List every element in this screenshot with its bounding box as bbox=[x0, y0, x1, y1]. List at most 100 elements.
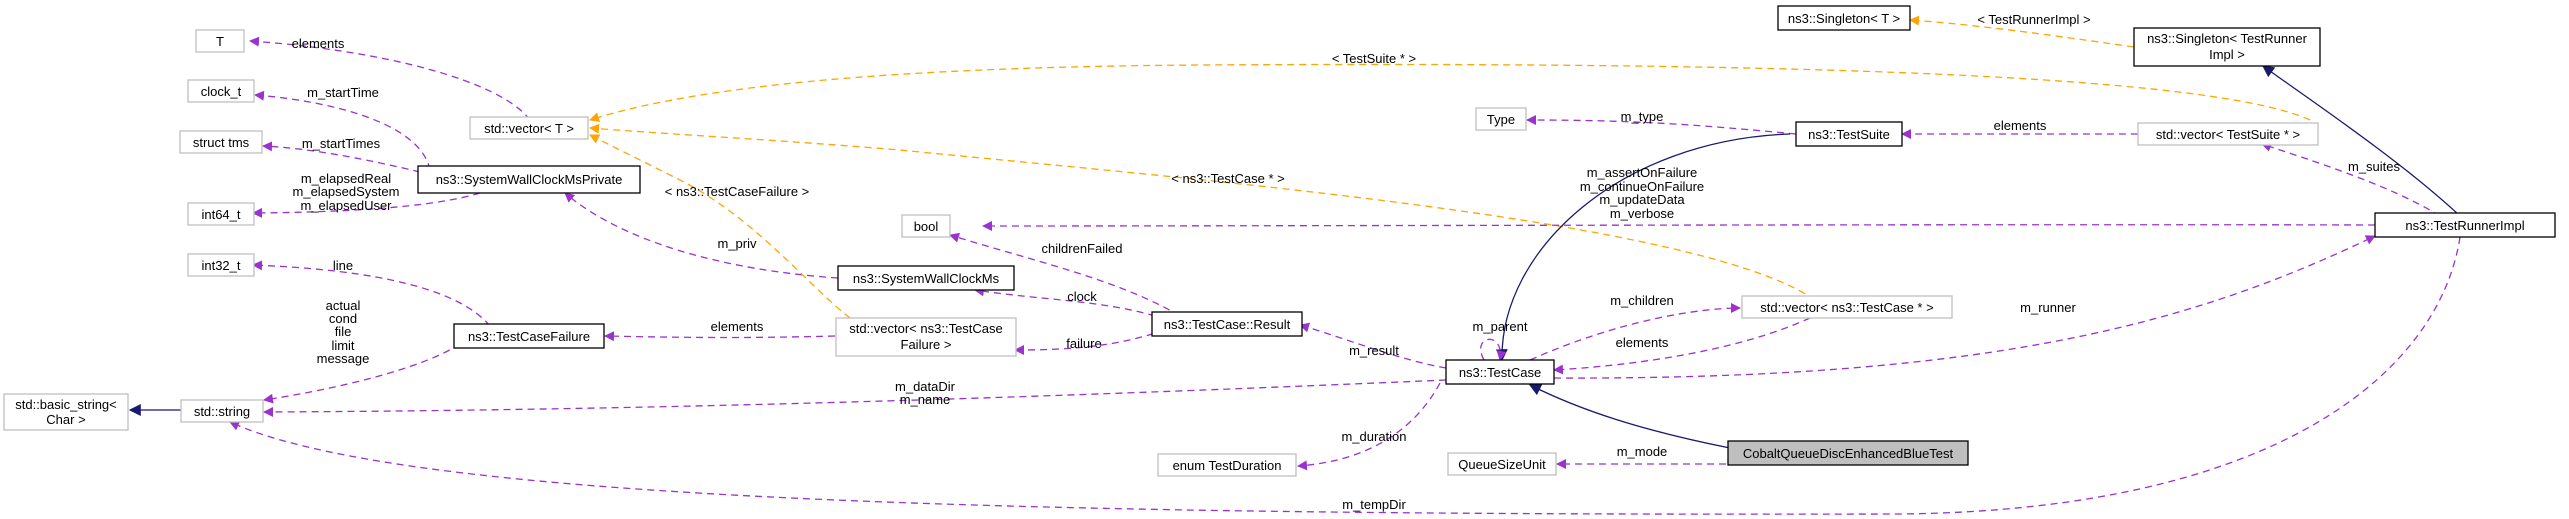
node-enum-duration-label: enum TestDuration bbox=[1173, 458, 1282, 473]
node-vector-testsuite[interactable]: std::vector< TestSuite * > bbox=[2137, 122, 2319, 146]
node-basic-string-label-2: Char > bbox=[46, 412, 85, 427]
label-elapsed-3: m_elapsedUser bbox=[300, 198, 392, 213]
node-vector-testsuite-label: std::vector< TestSuite * > bbox=[2156, 127, 2300, 142]
label-m-tempdir: m_tempDir bbox=[1342, 497, 1406, 512]
node-int64-t-label: int64_t bbox=[201, 207, 240, 222]
label-field-3: file bbox=[335, 324, 352, 339]
label-m-result: m_result bbox=[1349, 343, 1399, 358]
edge-m-duration bbox=[1297, 382, 1441, 471]
edge-failure bbox=[1014, 329, 1166, 355]
label-field-1: actual bbox=[326, 298, 361, 313]
label-m-mode: m_mode bbox=[1617, 444, 1668, 459]
node-Type[interactable]: Type bbox=[1475, 107, 1527, 131]
edge-clock bbox=[974, 286, 1156, 317]
label-field-2: cond bbox=[329, 311, 357, 326]
label-m-children: m_children bbox=[1610, 293, 1674, 308]
edge-m-starttime bbox=[254, 90, 431, 171]
edge-m-parent bbox=[1480, 338, 1507, 361]
label-elapsed-2: m_elapsedSystem bbox=[293, 184, 400, 199]
edge-elements-failure bbox=[604, 331, 836, 342]
node-runnerimpl-label: ns3::TestRunnerImpl bbox=[2405, 218, 2524, 233]
edge-runner-inherits-singleton bbox=[2262, 65, 2461, 217]
label-elements-suite: elements bbox=[1994, 118, 2047, 133]
node-T-label: T bbox=[216, 34, 224, 49]
node-clock-t-label: clock_t bbox=[201, 84, 242, 99]
label-m-starttime: m_startTime bbox=[307, 85, 379, 100]
label-m-priv: m_priv bbox=[717, 236, 757, 251]
node-int32-t-label: int32_t bbox=[201, 258, 240, 273]
edge-tpl-testcase bbox=[589, 123, 1816, 301]
label-m-duration: m_duration bbox=[1341, 429, 1406, 444]
node-vector-testcase[interactable]: std::vector< ns3::TestCase * > bbox=[1741, 295, 1953, 319]
node-vector-failure-label-2: Failure > bbox=[901, 337, 952, 352]
node-clock-t[interactable]: clock_t bbox=[187, 79, 255, 103]
node-basic-string[interactable]: std::basic_string< Char > bbox=[3, 393, 129, 431]
node-T[interactable]: T bbox=[195, 29, 245, 53]
node-queuesizeunit[interactable]: QueueSizeUnit bbox=[1447, 452, 1557, 476]
label-children-failed: childrenFailed bbox=[1042, 241, 1123, 256]
node-result-label: ns3::TestCase::Result bbox=[1164, 317, 1291, 332]
edges bbox=[128, 15, 2461, 515]
label-elements-testcase: elements bbox=[1616, 335, 1669, 350]
label-flag-3: m_updateData bbox=[1599, 192, 1685, 207]
node-focus-class[interactable]: CobaltQueueDiscEnhancedBlueTest bbox=[1727, 440, 1969, 466]
node-testcasefailure-label: ns3::TestCaseFailure bbox=[468, 329, 590, 344]
node-singleton-runner[interactable]: ns3::Singleton< TestRunner Impl > bbox=[2133, 27, 2321, 67]
label-clock: clock bbox=[1067, 289, 1097, 304]
node-wallclock[interactable]: ns3::SystemWallClockMs bbox=[837, 265, 1015, 291]
label-flag-2: m_continueOnFailure bbox=[1580, 179, 1704, 194]
edge-suite-inherits-testcase bbox=[1495, 133, 1791, 362]
label-flag-4: m_verbose bbox=[1610, 206, 1674, 221]
label-field-5: message bbox=[317, 351, 370, 366]
edge-tpl-failure bbox=[589, 134, 861, 326]
node-bool[interactable]: bool bbox=[901, 214, 951, 238]
node-testsuite[interactable]: ns3::TestSuite bbox=[1795, 121, 1903, 147]
node-vector-T-label: std::vector< T > bbox=[484, 121, 574, 136]
node-Type-label: Type bbox=[1487, 112, 1515, 127]
label-tpl-testsuite: < TestSuite * > bbox=[1332, 51, 1416, 66]
label-dir-1: m_dataDir bbox=[895, 379, 956, 394]
node-singleton-T[interactable]: ns3::Singleton< T > bbox=[1777, 5, 1911, 31]
edge-m-starttimes bbox=[262, 141, 421, 173]
node-wallclock-label: ns3::SystemWallClockMs bbox=[853, 271, 1000, 286]
edge-line bbox=[252, 260, 491, 327]
label-elements-T: elements bbox=[292, 36, 345, 51]
label-m-parent: m_parent bbox=[1473, 319, 1528, 334]
node-vector-testcase-label: std::vector< ns3::TestCase * > bbox=[1760, 300, 1933, 315]
node-int64-t[interactable]: int64_t bbox=[187, 202, 255, 226]
edge-flags bbox=[982, 220, 2376, 231]
label-tpl-runner: < TestRunnerImpl > bbox=[1977, 12, 2090, 27]
node-struct-tms[interactable]: struct tms bbox=[179, 130, 263, 154]
label-elapsed-1: m_elapsedReal bbox=[301, 171, 391, 186]
edge-m-tempdir bbox=[229, 236, 2461, 515]
edge-labels: elements m_startTime m_startTimes m_elap… bbox=[292, 12, 2401, 512]
node-int32-t[interactable]: int32_t bbox=[187, 253, 255, 277]
node-std-string[interactable]: std::string bbox=[180, 399, 264, 423]
label-tpl-failure: < ns3::TestCaseFailure > bbox=[665, 184, 810, 199]
node-vector-failure-label-1: std::vector< ns3::TestCase bbox=[849, 321, 1003, 336]
label-m-suites: m_suites bbox=[2348, 159, 2401, 174]
label-tpl-testcase: < ns3::TestCase * > bbox=[1171, 171, 1284, 186]
node-vector-T[interactable]: std::vector< T > bbox=[469, 116, 589, 140]
label-failure: failure bbox=[1066, 336, 1101, 351]
node-wallclock-private[interactable]: ns3::SystemWallClockMsPrivate bbox=[417, 165, 641, 194]
node-std-string-label: std::string bbox=[194, 404, 250, 419]
edge-m-type bbox=[1526, 115, 1797, 135]
node-testcase[interactable]: ns3::TestCase bbox=[1445, 359, 1555, 385]
node-result[interactable]: ns3::TestCase::Result bbox=[1151, 311, 1303, 337]
edge-m-priv bbox=[564, 192, 839, 279]
node-singleton-T-label: ns3::Singleton< T > bbox=[1788, 11, 1900, 26]
node-testcasefailure[interactable]: ns3::TestCaseFailure bbox=[453, 323, 605, 349]
node-testcase-label: ns3::TestCase bbox=[1459, 365, 1541, 380]
node-runnerimpl[interactable]: ns3::TestRunnerImpl bbox=[2374, 212, 2556, 238]
node-vector-failure[interactable]: std::vector< ns3::TestCase Failure > bbox=[835, 317, 1017, 357]
node-singleton-runner-label-2: Impl > bbox=[2209, 47, 2245, 62]
label-m-starttimes: m_startTimes bbox=[302, 136, 381, 151]
label-line: line bbox=[333, 258, 353, 273]
edge-elapsed bbox=[252, 192, 481, 218]
label-flag-1: m_assertOnFailure bbox=[1587, 165, 1698, 180]
node-enum-duration[interactable]: enum TestDuration bbox=[1157, 453, 1297, 477]
node-wallclock-private-label: ns3::SystemWallClockMsPrivate bbox=[436, 172, 623, 187]
edge-elements-T bbox=[249, 36, 531, 121]
